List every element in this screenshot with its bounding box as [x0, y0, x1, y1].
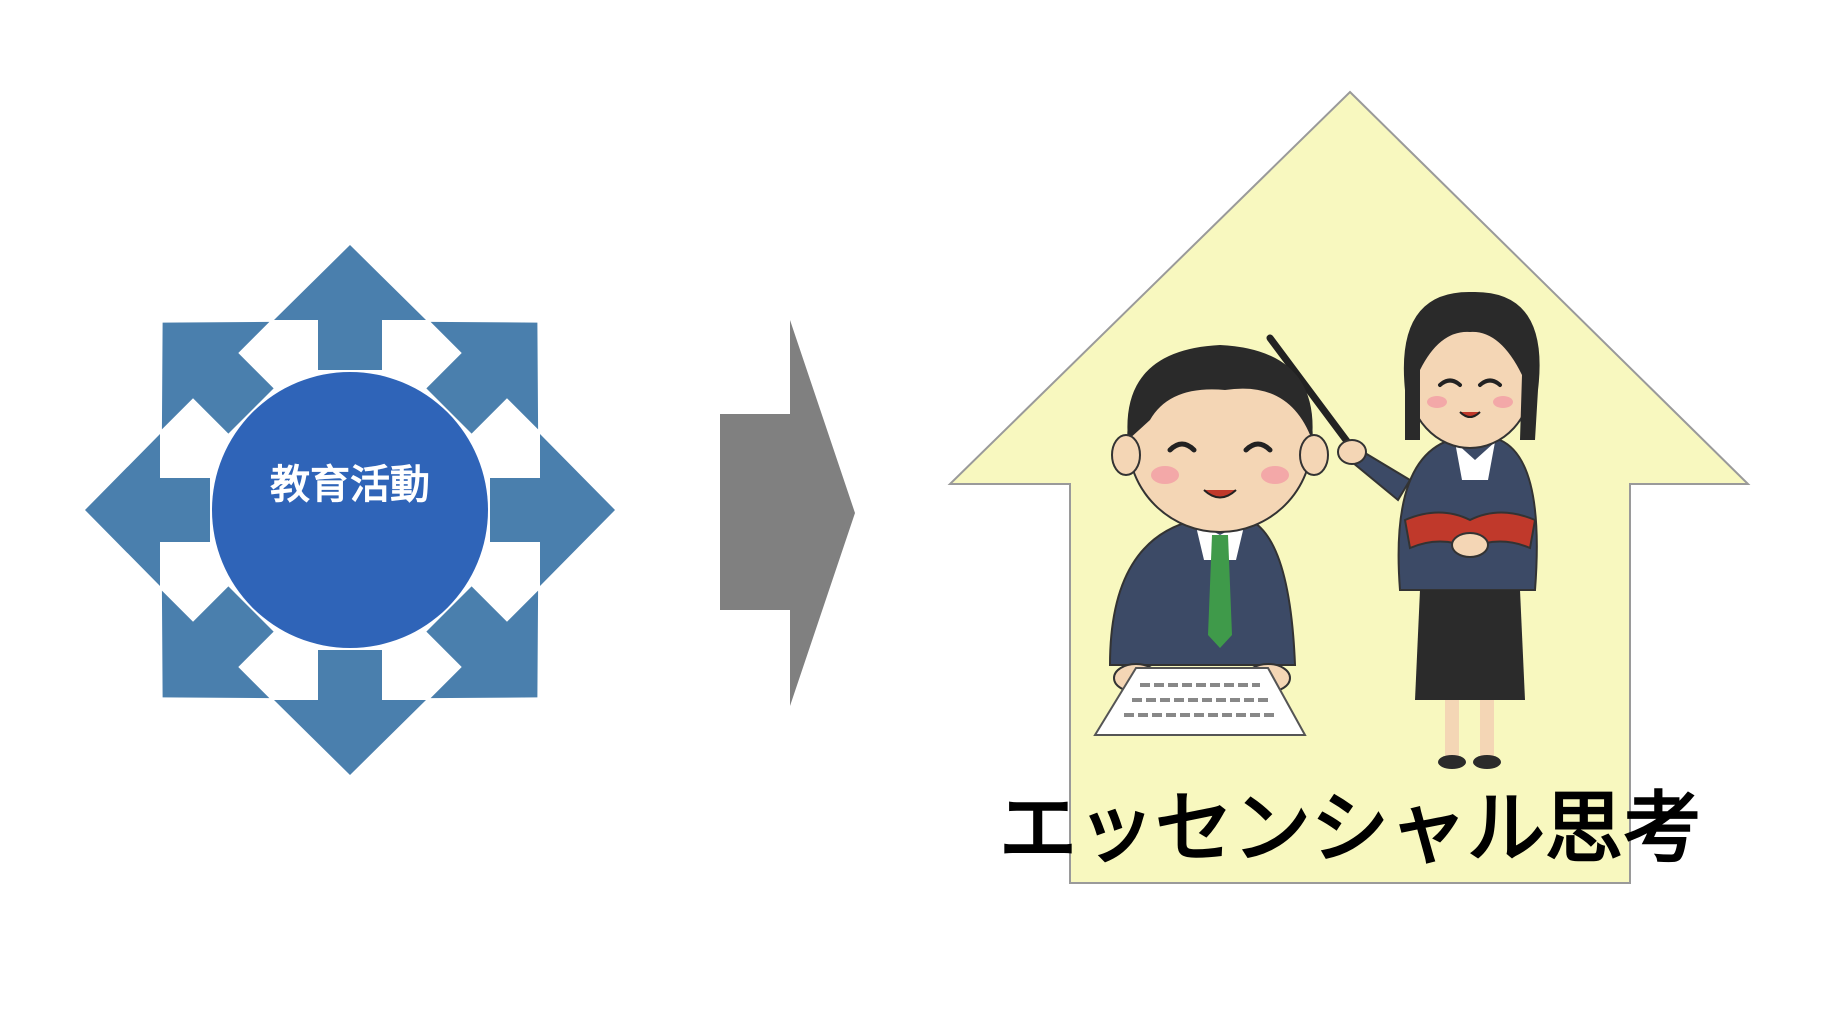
house-shape — [947, 90, 1751, 884]
arrow-up — [274, 245, 426, 370]
arrow-up-right — [426, 321, 539, 434]
arrow-right — [490, 434, 615, 586]
transition-arrow — [720, 320, 855, 706]
arrow-down — [274, 650, 426, 775]
arrow-down-left — [161, 586, 274, 699]
center-label: 教育活動 — [270, 462, 430, 508]
arrow-up-left — [161, 321, 274, 434]
teacher-and-student-illustration — [1093, 291, 1540, 769]
house-label: エッセンシャル思考 — [998, 784, 1701, 874]
center-circle — [212, 372, 488, 648]
arrow-left — [85, 434, 210, 586]
radial-arrows-group — [85, 245, 615, 775]
arrow-down-right — [426, 586, 539, 699]
